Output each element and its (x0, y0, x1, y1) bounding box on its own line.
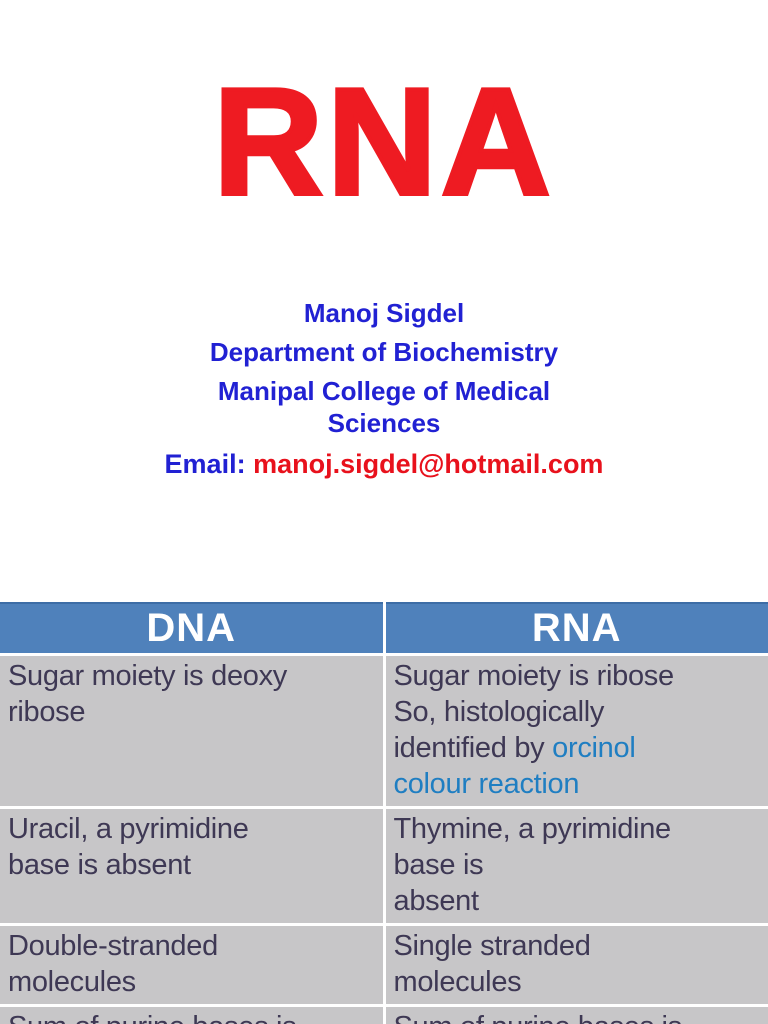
email-line: Email: manoj.sigdel@hotmail.com (0, 448, 768, 480)
cell-text: Single stranded molecules (393, 930, 591, 998)
table-cell-r4-rna: Sum of purine bases is (385, 1007, 768, 1024)
author-block: Manoj Sigdel Department of Biochemistry … (0, 297, 768, 487)
orcinol-colour-reaction-link[interactable]: orcinol colour reaction (393, 732, 636, 800)
table-header-dna: DNA (0, 602, 383, 653)
slide-title: RNA (211, 57, 555, 227)
table-cell-r4-dna: Sum of purine bases is (0, 1007, 383, 1024)
cell-text: Double-stranded molecules (8, 930, 218, 998)
cell-text: Thymine, a pyrimidine base is absent (393, 813, 672, 917)
cell-text: Sum of purine bases is (394, 1011, 683, 1024)
table-cell-r2-rna: Thymine, a pyrimidine base is absent (385, 809, 768, 923)
email-label: Email: (164, 449, 254, 479)
email-address: manoj.sigdel@hotmail.com (253, 449, 604, 479)
cell-text: Sugar moiety is ribose So, histologicall… (393, 660, 675, 764)
table-cell-r1-rna: Sugar moiety is ribose So, histologicall… (385, 656, 768, 806)
author-name: Manoj Sigdel (303, 298, 465, 328)
table-cell-r3-dna: Double-stranded molecules (0, 926, 383, 1004)
cell-text: Sum of purine bases is (8, 1011, 297, 1024)
cell-text: Uracil, a pyrimidine base is absent (8, 813, 249, 881)
table-cell-r1-dna: Sugar moiety is deoxy ribose (0, 656, 383, 806)
author-department: Department of Biochemistry (209, 337, 559, 367)
author-institution: Manipal College of Medical Sciences (217, 376, 551, 438)
cell-text: Sugar moiety is deoxy ribose (8, 660, 287, 728)
table-cell-r3-rna: Single stranded molecules (385, 926, 768, 1004)
table-cell-r2-dna: Uracil, a pyrimidine base is absent (0, 809, 383, 923)
table-header-rna: RNA (385, 602, 768, 653)
